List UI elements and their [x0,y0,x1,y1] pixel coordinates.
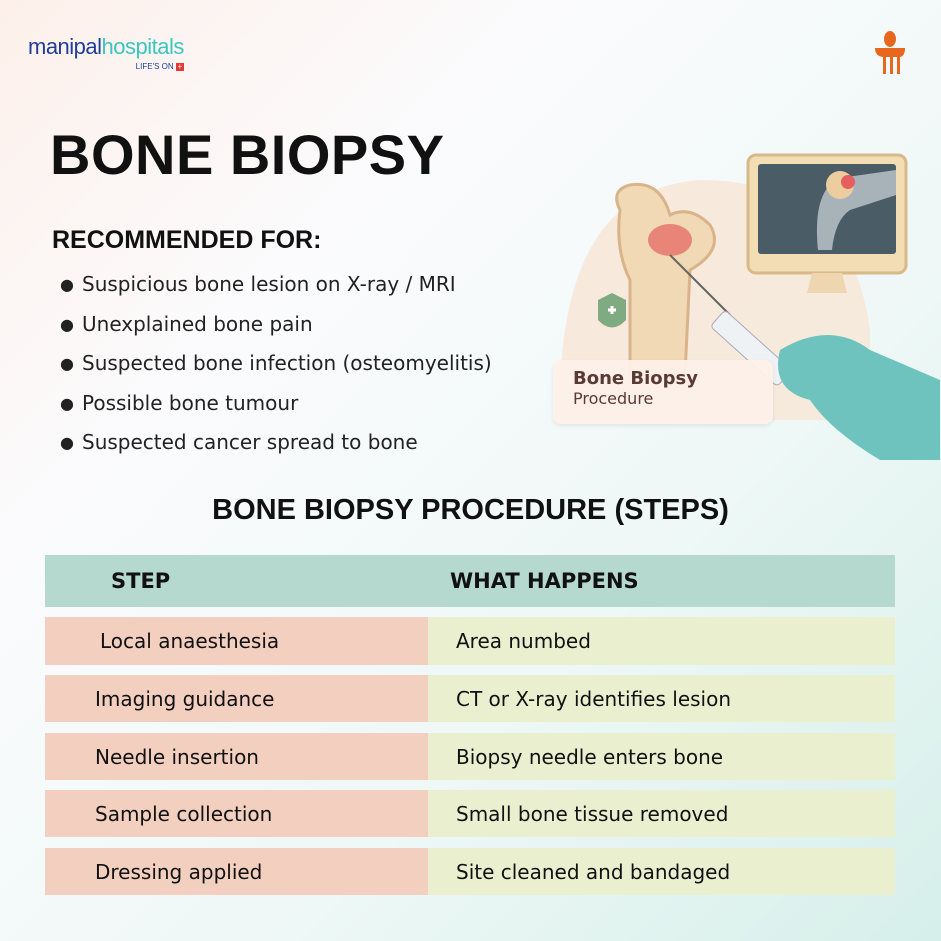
manipal-emblem-icon [875,31,905,74]
manipal-logo: manipalhospitals LIFE'S ON + [28,34,184,71]
list-item: ●Suspected cancer spread to bone [60,430,418,454]
column-header-what-happens: WHAT HAPPENS [428,555,895,607]
column-header-step: STEP [45,555,428,607]
biopsy-illustration: Bone Biopsy Procedure [550,150,940,460]
recommended-heading: RECOMMENDED FOR: [52,226,322,254]
list-item: ●Unexplained bone pain [60,311,313,336]
logo-tagline: LIFE'S ON [135,62,174,71]
logo-text-1: manipal [28,34,102,59]
list-item: ●Suspected bone infection (osteomyelitis… [60,351,492,375]
page-title: BONE BIOPSY [50,123,445,186]
logo-text-2: hospitals [101,34,185,59]
list-item: ●Suspicious bone lesion on X-ray / MRI [60,272,456,296]
steps-heading: BONE BIOPSY PROCEDURE (STEPS) [212,494,729,526]
recommended-list: ●Suspicious bone lesion on X-ray / MRI ●… [60,272,492,470]
list-item: ●Possible bone tumour [60,390,299,415]
illustration-label: Bone Biopsy Procedure [553,360,773,424]
table-header: STEP WHAT HAPPENS [45,555,895,607]
plus-icon: + [175,61,184,71]
